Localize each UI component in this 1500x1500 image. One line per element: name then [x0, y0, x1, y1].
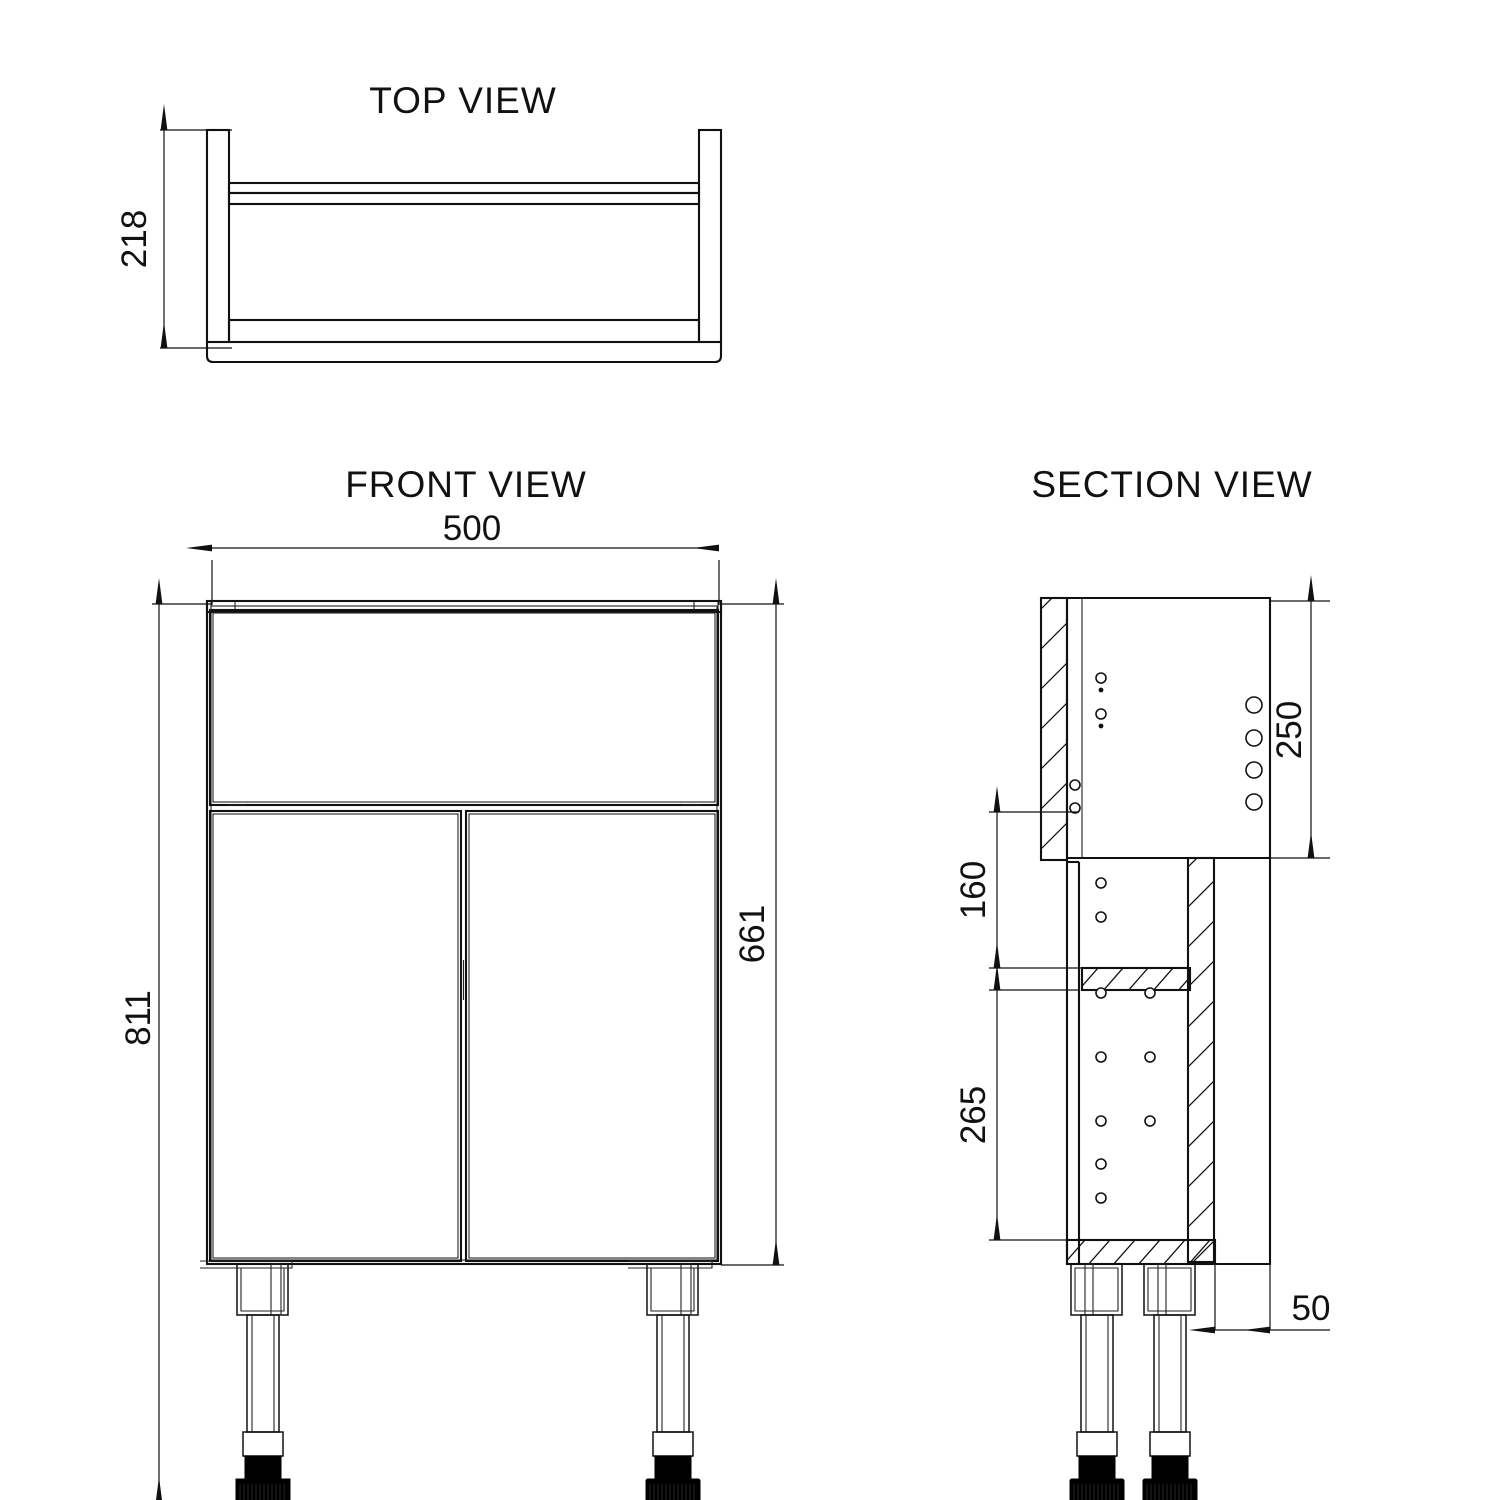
front-leg-left-bracket — [236, 1263, 289, 1316]
front-leg-right-adjuster — [654, 1455, 692, 1480]
top-view-left-side-panel — [205, 128, 231, 344]
front-view-group: FRONT VIEW 500 — [119, 464, 784, 1500]
top-dim-label-218: 218 — [115, 210, 154, 268]
front-leg-left-bracket-inner — [240, 1267, 285, 1312]
front-drawer-panel-reveal — [212, 612, 716, 803]
section-mid-holes — [1095, 877, 1107, 923]
front-door-left — [208, 809, 463, 1263]
section-right-panel-hatch — [1188, 858, 1214, 1262]
section-leg-right-flange — [1157, 1263, 1167, 1316]
section-right-edge-hole-column — [1245, 696, 1263, 811]
section-dim-label-50: 50 — [1292, 1289, 1331, 1328]
top-view-front-rail — [227, 318, 701, 344]
front-leg-left-collar — [242, 1431, 284, 1457]
front-leg-right-foot-knurl — [649, 1484, 695, 1500]
section-leg-left-flange — [1084, 1263, 1094, 1316]
section-shelf-hatch — [1082, 968, 1190, 990]
top-view-right-side-panel — [697, 128, 723, 344]
section-upper-inner-holes — [1095, 672, 1107, 729]
section-bottom-panel-hatch — [1067, 1240, 1211, 1264]
section-leg-left-bracket-inner — [1074, 1267, 1119, 1312]
front-door-left-reveal — [212, 813, 459, 1259]
section-leg-left-foot-knurl — [1073, 1484, 1119, 1500]
front-leg-right-bracket — [646, 1263, 699, 1316]
section-under-shelf-holes — [1095, 987, 1156, 999]
section-leg-left — [1069, 1263, 1125, 1500]
front-leg-left-foot-knurl — [239, 1484, 285, 1500]
section-leg-right-adjuster — [1151, 1455, 1189, 1480]
front-leg-right-flange — [680, 1263, 692, 1316]
front-carcass-inner-reveal — [210, 605, 718, 1261]
front-carcass-outline — [205, 599, 723, 1266]
front-dim-label-500: 500 — [443, 509, 501, 548]
section-right-panel — [1186, 856, 1216, 1264]
section-leg-left-collar — [1076, 1431, 1118, 1457]
section-leg-left-bracket — [1070, 1263, 1123, 1316]
front-leg-right-bracket-inner — [650, 1267, 695, 1312]
front-leg-left — [200, 1260, 293, 1500]
front-leg-left-flange — [270, 1263, 282, 1316]
section-dim-label-160: 160 — [954, 861, 993, 919]
front-leg-right-plate — [628, 1260, 713, 1269]
top-view-title: TOP VIEW — [369, 80, 557, 121]
section-leg-left-adjuster — [1078, 1455, 1116, 1480]
front-dim-label-661: 661 — [733, 905, 772, 963]
front-leg-right-collar — [652, 1431, 694, 1457]
section-leg-right-bracket-inner — [1147, 1267, 1192, 1312]
front-door-right-reveal — [468, 813, 716, 1259]
section-upper-left-holes — [1069, 779, 1081, 814]
front-door-right — [464, 809, 720, 1263]
section-lower-hole-grid — [1095, 1051, 1156, 1204]
section-upper-side-panel — [1039, 596, 1069, 862]
top-view-group: TOP VIEW 218 — [115, 80, 723, 364]
section-shelf — [1080, 966, 1192, 992]
front-leg-left-plate — [200, 1260, 293, 1269]
section-leg-right-bracket — [1143, 1263, 1196, 1316]
section-upper-side-hatch — [1041, 598, 1067, 850]
section-leg-right — [1142, 1263, 1198, 1500]
front-drawer-panel — [208, 608, 720, 807]
front-leg-right — [628, 1260, 713, 1500]
top-view-rear-rail-inner — [227, 191, 701, 206]
section-bottom-panel — [1065, 1238, 1217, 1266]
section-dim-label-250: 250 — [1270, 701, 1309, 759]
section-leg-right-foot-knurl — [1146, 1484, 1192, 1500]
top-view-rear-rail-outer — [227, 181, 701, 195]
top-view-front-fascia — [205, 340, 723, 364]
front-leg-left-adjuster — [244, 1455, 282, 1480]
section-view-group: SECTION VIEW — [954, 464, 1330, 1500]
section-leg-right-collar — [1149, 1431, 1191, 1457]
section-view-title: SECTION VIEW — [1031, 464, 1312, 505]
section-dim-label-265: 265 — [954, 1086, 993, 1144]
front-view-title: FRONT VIEW — [345, 464, 587, 505]
section-upper-body-outline — [1041, 596, 1272, 860]
front-dim-label-811: 811 — [119, 990, 158, 1046]
